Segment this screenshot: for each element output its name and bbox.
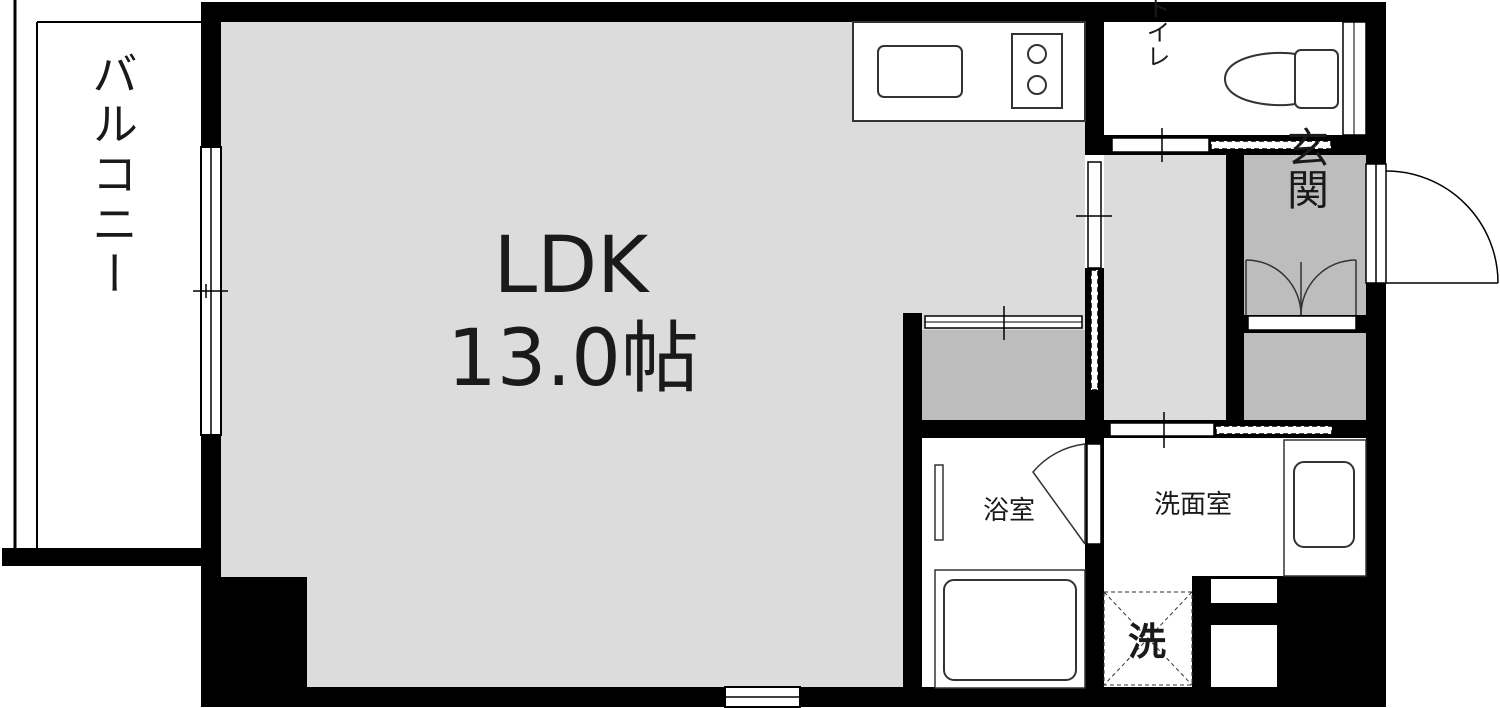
toilet-tank-icon xyxy=(1294,49,1339,109)
kitchen-sink xyxy=(877,45,963,98)
ldk-size-label: 13.0帖 xyxy=(447,314,699,404)
door-ldk-corridor xyxy=(1087,161,1102,269)
entrance-fixtures xyxy=(1245,163,1499,316)
washer-label: 洗 xyxy=(1128,620,1166,664)
ldk-label: LDK xyxy=(494,221,651,311)
sliding-doors xyxy=(924,128,1357,545)
wall-closet-left xyxy=(903,313,922,707)
storage-shelf-upper xyxy=(1211,579,1277,603)
shoe-cabinet-door-right xyxy=(1300,259,1357,316)
room-labels: バルコニー LDK 13.0帖 トイレ 玄関 浴室 洗面室 洗 xyxy=(85,0,1330,664)
corridor-floor xyxy=(1104,155,1226,420)
stove xyxy=(1011,33,1063,109)
storage-shelf-lower xyxy=(1211,625,1277,687)
toilet-bowl-icon xyxy=(1223,51,1296,107)
wall-toilet-left xyxy=(1085,2,1104,155)
wall-top xyxy=(201,2,1386,22)
column-bottom-left xyxy=(201,577,307,707)
toilet-label: トイレ xyxy=(1142,0,1170,68)
door-closet-entrance xyxy=(1247,315,1357,331)
closet-entrance xyxy=(1244,333,1366,420)
washroom-label: 洗面室 xyxy=(1154,490,1232,520)
bathroom-fixtures xyxy=(934,443,1086,689)
kitchen xyxy=(852,21,1086,122)
wall-corridor-right xyxy=(1226,155,1244,438)
bathtub-inner xyxy=(943,579,1077,681)
walls xyxy=(201,2,1386,707)
closet-ldk xyxy=(922,330,1085,420)
balcony-label: バルコニー xyxy=(85,50,139,300)
door-toilet xyxy=(1111,137,1210,153)
bath-door-swing xyxy=(1032,443,1086,545)
balcony xyxy=(2,0,207,566)
burner-icon xyxy=(1027,75,1047,95)
bath-mirror xyxy=(934,464,944,541)
wall-right-upper xyxy=(1366,2,1386,164)
toilet-fixture xyxy=(1223,49,1339,109)
door-wash-bath xyxy=(1086,443,1102,545)
entrance-label: 玄関 xyxy=(1281,126,1330,210)
door-washroom xyxy=(1109,422,1215,437)
burner-icon xyxy=(1027,44,1047,64)
front-door-swing xyxy=(1385,170,1499,284)
windows xyxy=(193,21,1367,708)
vanity-basin-icon xyxy=(1293,461,1355,548)
bathroom-label: 浴室 xyxy=(983,496,1035,526)
entrance-floor xyxy=(1244,155,1366,315)
wall-left-upper xyxy=(201,2,221,147)
washroom-fixtures xyxy=(1103,439,1367,687)
